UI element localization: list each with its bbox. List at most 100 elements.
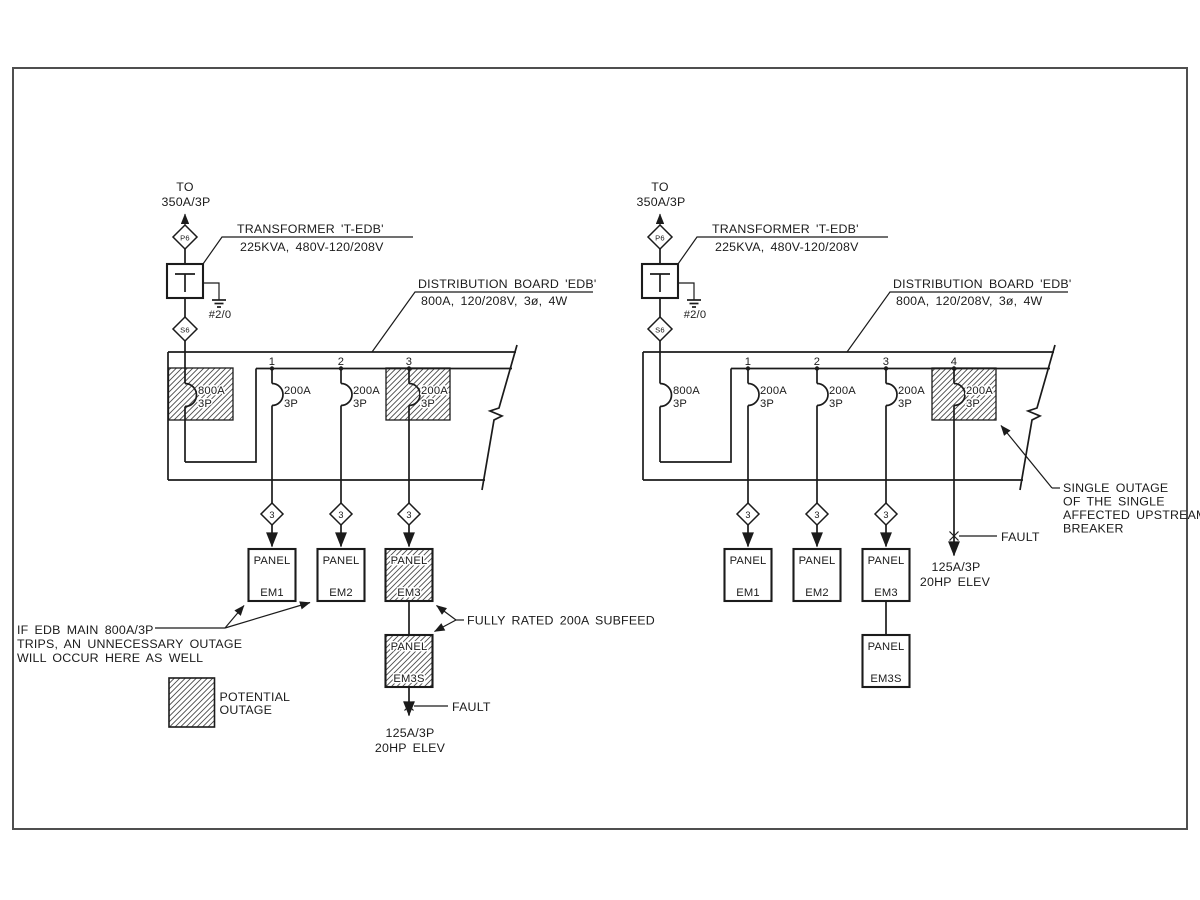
distribution-board <box>642 344 1056 491</box>
feeder-diamond-label: 3 <box>338 510 343 520</box>
panel-name: EM3 <box>397 587 421 599</box>
legend-line2: OUTAGE <box>220 703 273 717</box>
s6-label: S6 <box>180 326 190 335</box>
distribution-board <box>167 344 518 491</box>
fault-and-load: FAULT 125A/3P 20HP ELEV <box>375 687 491 755</box>
branch-breaker-2: 2 200A 3P 3 PANEL EM2 <box>316 356 380 603</box>
sub-panel-em3s: PANEL EM3S <box>861 601 911 689</box>
breaker-number: 4 <box>951 356 957 368</box>
breaker-poles: 3P <box>421 398 435 410</box>
feeder-diamond-label: 3 <box>745 510 750 520</box>
branch-breaker-3: 3 200A 3P 3 PANEL EM3 <box>861 356 925 603</box>
fault-x-icon <box>404 701 414 711</box>
panel-em2-box <box>316 547 366 603</box>
breaker-amps: 200A <box>966 385 993 397</box>
breaker-arc <box>885 382 898 407</box>
trip-note: IF EDB MAIN 800A/3P TRIPS, AN UNNECESSAR… <box>17 601 311 665</box>
transformer: #2/0 S6 <box>165 262 231 353</box>
leader-arrow <box>224 605 245 629</box>
left-diagram: TO 350A/3P P6 #2/0 S6 TRANSFORMER 'T-EDB <box>17 180 655 755</box>
trip-note-line1: IF EDB MAIN 800A/3P <box>17 623 154 637</box>
trip-note-line2: TRIPS, AN UNNECESSARY OUTAGE <box>17 637 242 651</box>
subfeed-note: FULLY RATED 200A SUBFEED <box>434 605 655 633</box>
bus-riser <box>185 368 257 463</box>
breaker-number: 3 <box>406 356 412 368</box>
breaker-poles: 3P <box>353 398 367 410</box>
panel-em1-box <box>247 547 297 603</box>
main-breaker-poles: 3P <box>198 398 212 410</box>
board-spec: 800A, 120/208V, 3ø, 4W <box>896 294 1043 308</box>
leader-arrow <box>436 605 457 621</box>
panel-name: EM2 <box>329 587 353 599</box>
breaker-number: 3 <box>883 356 889 368</box>
panel-name: EM3S <box>870 673 901 685</box>
transformer: #2/0 S6 <box>640 262 707 353</box>
sub-panel-em3s: PANEL EM3S <box>384 601 434 689</box>
branch-breaker-3: 3 200A 3P 3 PANEL EM3 <box>384 356 450 603</box>
outage-note-line2: OF THE SINGLE <box>1063 495 1165 509</box>
panel-word: PANEL <box>730 555 767 567</box>
subfeed-note-label: FULLY RATED 200A SUBFEED <box>467 614 655 628</box>
single-outage-note: SINGLE OUTAGE OF THE SINGLE AFFECTED UPS… <box>1000 425 1200 536</box>
transformer-callout: TRANSFORMER 'T-EDB' 225KVA, 480V-120/208… <box>202 222 413 265</box>
breaker-arc <box>271 382 284 407</box>
branch-breaker-4: 4 200A 3P FAULT 125A/3P 20HP ELEV <box>920 356 1040 589</box>
load-name: 20HP ELEV <box>920 575 991 589</box>
fault-x-icon <box>949 531 959 541</box>
feeder-diamond-label: 3 <box>814 510 819 520</box>
panel-word: PANEL <box>391 555 428 567</box>
outage-note-line4: BREAKER <box>1063 522 1124 536</box>
leader-line <box>846 291 1068 353</box>
load-name: 20HP ELEV <box>375 741 446 755</box>
breaker-amps: 200A <box>829 385 856 397</box>
breaker-arc <box>816 382 829 407</box>
feeder-rating-label: 350A/3P <box>637 195 686 209</box>
breaker-arc <box>659 382 673 408</box>
board-callout: DISTRIBUTION BOARD 'EDB' 800A, 120/208V,… <box>371 277 596 353</box>
breaker-poles: 3P <box>829 398 843 410</box>
panel-em3s-box <box>861 633 911 689</box>
panel-word: PANEL <box>391 641 428 653</box>
leader-arrow <box>1000 425 1053 489</box>
panel-word: PANEL <box>799 555 836 567</box>
feeder-to-label: TO <box>651 180 669 194</box>
legend-line1: POTENTIAL <box>220 690 291 704</box>
ground-conductor-label: #2/0 <box>684 309 707 321</box>
breaker-poles: 3P <box>284 398 298 410</box>
panel-name: EM2 <box>805 587 829 599</box>
board-break-line <box>481 344 518 491</box>
p6-label: P6 <box>180 234 190 243</box>
breaker-number: 2 <box>814 356 820 368</box>
breaker-amps: 200A <box>760 385 787 397</box>
panel-em3-box <box>861 547 911 603</box>
legend: POTENTIAL OUTAGE <box>168 677 291 728</box>
panel-name: EM1 <box>736 587 760 599</box>
utility-feeder: TO 350A/3P P6 <box>162 180 210 264</box>
board-name: DISTRIBUTION BOARD 'EDB' <box>418 277 596 291</box>
transformer-callout: TRANSFORMER 'T-EDB' 225KVA, 480V-120/208… <box>677 222 888 265</box>
fault-label: FAULT <box>452 700 491 714</box>
ground-wire <box>678 282 695 300</box>
load-rating: 125A/3P <box>386 726 435 740</box>
p6-label: P6 <box>655 234 665 243</box>
leader-arrow <box>224 601 311 629</box>
panel-word: PANEL <box>868 555 905 567</box>
bus-riser <box>660 368 732 463</box>
outage-note-line3: AFFECTED UPSTREAM <box>1063 508 1200 522</box>
breaker-poles: 3P <box>760 398 774 410</box>
breaker-amps: 200A <box>284 385 311 397</box>
breaker-arc <box>953 382 966 407</box>
panel-em3-box <box>384 547 434 603</box>
feeder-to-label: TO <box>176 180 194 194</box>
panel-word: PANEL <box>254 555 291 567</box>
main-breaker-poles: 3P <box>673 398 687 410</box>
breaker-arc <box>184 382 198 408</box>
main-breaker-amps: 800A <box>198 385 225 397</box>
load-rating: 125A/3P <box>932 560 981 574</box>
main-breaker: 800A 3P <box>659 353 1050 463</box>
breaker-amps: 200A <box>898 385 925 397</box>
leader-arrow <box>434 619 457 633</box>
main-breaker-amps: 800A <box>673 385 700 397</box>
panel-em2-box <box>792 547 842 603</box>
